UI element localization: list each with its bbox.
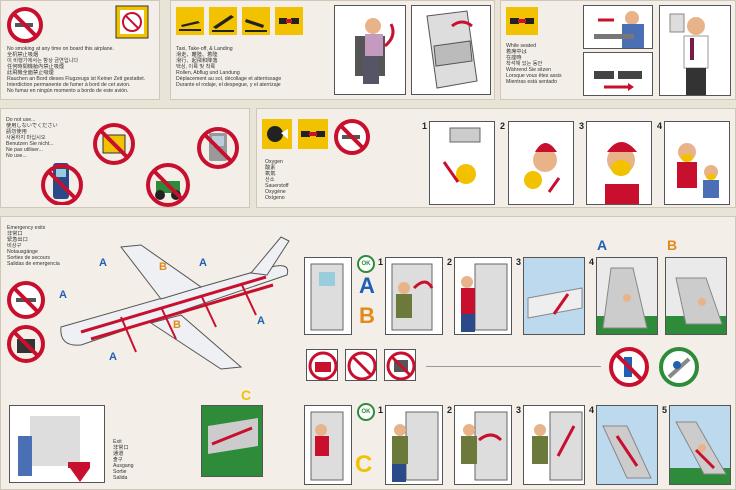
oxygen-step-3-figure	[586, 121, 652, 205]
no-smoking-sign-icon	[115, 5, 149, 39]
taxi-panel: Taxi, Take-off, & Landing 滑走、離陸、着陸 滑行、起飛…	[170, 0, 495, 100]
door-ab-step-2: 2	[447, 257, 453, 267]
diagram-label-a-5: A	[257, 315, 265, 327]
jump-slide-ok-icon	[659, 347, 699, 387]
oxygen-mask-icon	[262, 119, 292, 155]
door-ab-closed-figure	[304, 257, 352, 335]
oxygen-step-1: 1	[422, 121, 428, 131]
emergency-text: Emergency exits 非常口 緊急出口 비상구 Notausgänge…	[7, 225, 60, 267]
door-c-step-1: 1	[378, 405, 384, 415]
slide-a-label: A	[597, 237, 608, 253]
door-ab-step-1-figure	[385, 257, 443, 335]
fasten-belt-figure	[583, 5, 653, 49]
oxygen-step-4-figure	[664, 121, 730, 205]
door-ab-step-4b-figure	[665, 257, 727, 335]
door-c-step-2-figure	[454, 405, 512, 485]
tray-table-figure	[411, 5, 491, 95]
door-c-step-4-figure	[596, 405, 658, 485]
door-ab-step-1: 1	[378, 257, 384, 267]
no-luggage-figure	[384, 349, 416, 381]
diagram-label-b-2: B	[173, 319, 181, 331]
oxygen-step-3: 3	[579, 121, 585, 131]
oxygen-panel: Oxygen 酸素 氧氣 산소 Sauerstoff Oxygène Oxíge…	[256, 108, 736, 208]
oxygen-icons	[262, 119, 370, 155]
buckle-figure	[583, 52, 653, 96]
no-rc-toy-icon	[146, 163, 190, 207]
seated-panel: While seated 着席中は 在座時 착석해 있는 동안 Während …	[500, 0, 736, 100]
takeoff-icon	[209, 7, 237, 35]
door-ab-step-4: 4	[589, 257, 595, 267]
door-c-label: C	[355, 451, 373, 478]
smoking-text: No smoking at any time on board this air…	[7, 46, 146, 94]
no-phone-icon	[41, 159, 83, 205]
no-radio-icon	[93, 123, 135, 165]
no-standing-slide-icon	[609, 347, 649, 387]
seatbelt-icon	[275, 7, 303, 35]
landing-icon	[242, 7, 270, 35]
door-c-step-1-figure	[385, 405, 443, 485]
door-ab-step-3: 3	[516, 257, 522, 267]
seat-upright-figure	[334, 5, 406, 95]
taxi-icons	[176, 7, 303, 35]
door-b-label: B	[359, 303, 375, 328]
door-ab-step-2-figure	[454, 257, 512, 335]
ok-badge-ab: OK	[357, 255, 375, 273]
exit-c-overwing-figure	[201, 405, 263, 477]
door-c-closed-figure	[304, 405, 352, 485]
seated-text: While seated 着席中は 在座時 착석해 있는 동안 Während …	[506, 43, 562, 85]
door-ab-step-4a-figure	[596, 257, 658, 335]
ok-badge-c: OK	[357, 403, 375, 421]
diagram-label-b-1: B	[159, 261, 167, 273]
taxi-icon	[176, 7, 204, 35]
slide-b-label: B	[667, 237, 678, 253]
no-heels-figure	[345, 349, 377, 381]
seatbelt-sign-icon	[506, 7, 538, 35]
door-c-step-4: 4	[589, 405, 595, 415]
oxygen-step-1-figure	[429, 121, 495, 205]
divider-line	[426, 366, 601, 367]
no-gameboy-icon	[197, 127, 239, 169]
oxygen-text: Oxygen 酸素 氧氣 산소 Sauerstoff Oxygène Oxíge…	[265, 159, 289, 201]
donotuse-text: Do not use... 使用しないでください 請勿使用 사용하지 마십시오 …	[6, 117, 58, 159]
diagram-label-a-1: A	[59, 289, 67, 301]
oxygen-step-4: 4	[657, 121, 663, 131]
oxygen-step-2-figure	[508, 121, 574, 205]
smoking-panel: No smoking at any time on board this air…	[0, 0, 160, 100]
exit-c-label: C	[241, 387, 252, 403]
exit-text: Exit 非常口 通道 출구 Ausgang Sortie Salida	[113, 439, 134, 481]
door-c-step-3-figure	[523, 405, 585, 485]
no-smoking-icon	[7, 7, 43, 43]
door-c-step-5: 5	[662, 405, 668, 415]
door-a-label: A	[359, 273, 375, 298]
diagram-label-a-2: A	[99, 257, 107, 269]
airplane-exits-diagram	[51, 227, 297, 377]
no-smoking-oxygen-icon	[334, 119, 370, 155]
taxi-text: Taxi, Take-off, & Landing 滑走、離陸、着陸 滑行、起飛…	[176, 46, 282, 88]
standing-passenger-figure	[659, 5, 731, 96]
exits-panel: Emergency exits 非常口 緊急出口 비상구 Notausgänge…	[0, 216, 736, 490]
no-shoes-figure	[306, 349, 338, 381]
no-smoking-exit-icon	[7, 281, 45, 319]
oxygen-step-2: 2	[500, 121, 506, 131]
donotuse-panel: Do not use... 使用しないでください 請勿使用 사용하지 마십시오 …	[0, 108, 250, 208]
door-c-step-5-figure	[669, 405, 731, 485]
oxygen-seatbelt-icon	[298, 119, 328, 155]
door-c-step-3: 3	[516, 405, 522, 415]
exit-seat-figure	[9, 405, 105, 483]
door-ab-step-3-figure	[523, 257, 585, 335]
no-baggage-icon	[7, 325, 45, 363]
diagram-label-a-3: A	[199, 257, 207, 269]
diagram-label-a-4: A	[109, 351, 117, 363]
door-c-step-2: 2	[447, 405, 453, 415]
